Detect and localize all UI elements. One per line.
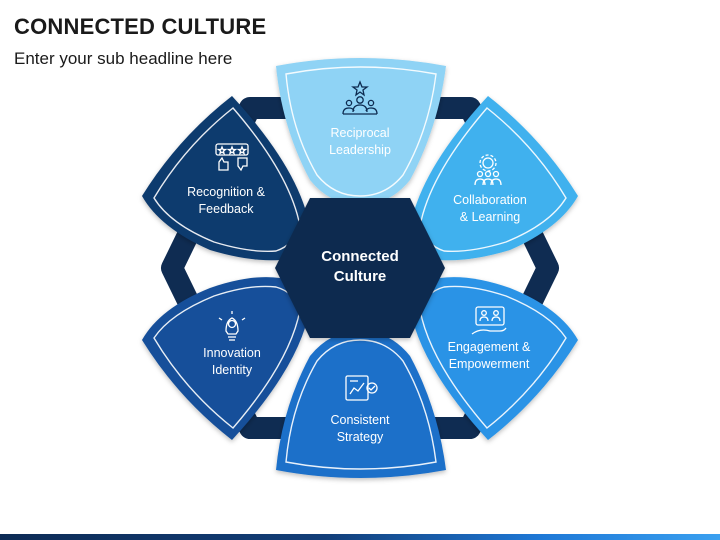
footer-gradient-bar [0, 534, 720, 540]
recognition-icon [215, 143, 249, 172]
petal-shape [142, 96, 310, 261]
petal-reciprocal-leadership[interactable] [276, 58, 446, 205]
label-engagement-line2: Empowerment [449, 357, 530, 371]
engagement-icon [471, 306, 507, 335]
label-recognition-line1: Recognition & [187, 185, 265, 199]
label-reciprocal-line1: Reciprocal [330, 126, 389, 140]
center-label-line1: Connected [321, 248, 399, 265]
petal-shape [410, 96, 578, 261]
center-hexagon-shape [275, 198, 445, 338]
outer-hex-ring [161, 97, 559, 439]
label-collaboration-line2: & Learning [460, 210, 521, 224]
collaboration-icon [474, 154, 502, 186]
innovation-icon [218, 311, 246, 341]
petal-collaboration-learning[interactable] [410, 96, 578, 261]
petal-outline [419, 107, 567, 252]
petal-recognition-feedback[interactable] [142, 96, 310, 261]
page-subtitle: Enter your sub headline here [14, 49, 233, 68]
label-engagement-line1: Engagement & [448, 340, 531, 354]
page-title: CONNECTED CULTURE [14, 14, 267, 39]
label-innovation-line2: Identity [212, 363, 253, 377]
label-consistent-line1: Consistent [330, 413, 390, 427]
leadership-icon [342, 80, 378, 115]
petal-outline [285, 66, 437, 197]
center-hexagon[interactable]: Connected Culture [275, 198, 445, 338]
petal-shape [276, 331, 446, 478]
petal-shape [142, 277, 310, 440]
petal-shape [276, 58, 446, 205]
label-collaboration-line1: Collaboration [453, 193, 527, 207]
label-reciprocal-line2: Leadership [329, 143, 391, 157]
label-consistent-line2: Strategy [337, 430, 384, 444]
petal-shape [410, 277, 578, 440]
label-recognition-line2: Feedback [199, 202, 255, 216]
strategy-icon [345, 375, 378, 401]
petal-outline [153, 107, 301, 252]
petal-outline [285, 339, 437, 470]
center-label-line2: Culture [334, 268, 387, 285]
label-innovation-line1: Innovation [203, 346, 261, 360]
petal-consistent-strategy[interactable] [276, 331, 446, 478]
